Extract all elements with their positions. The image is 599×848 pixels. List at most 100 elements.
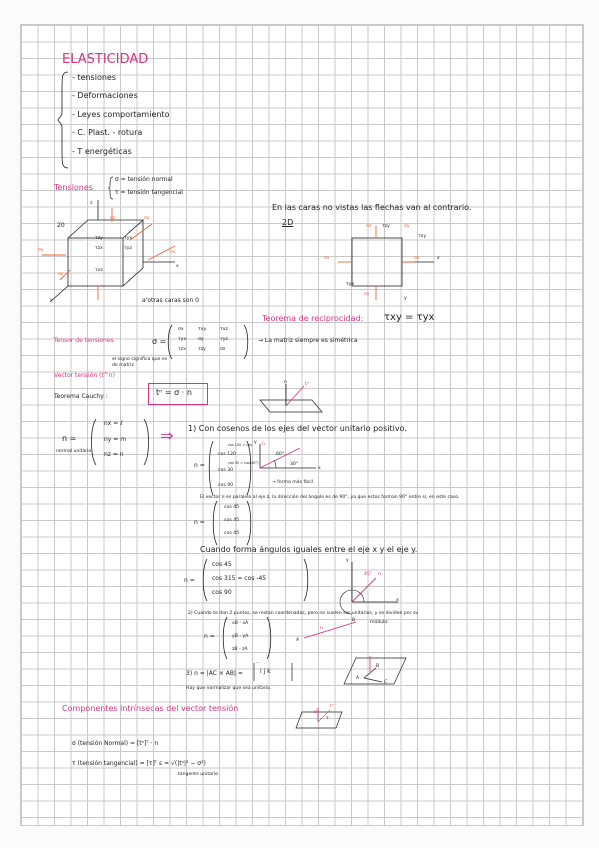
step1-text: 1) Con cosenos de los ejes del vector un… (188, 424, 407, 433)
cube-top-label: 20 (57, 222, 65, 229)
coseno-entry: cos 90 (218, 483, 234, 488)
matrix-bracket-icon (91, 418, 149, 466)
componentes-label: tⁿ (330, 704, 334, 709)
step3-det: i j k (260, 668, 271, 675)
reciprocidad-formula: τxy = τyx (384, 312, 435, 323)
cauchy-label: Teorema Cauchy : (54, 393, 108, 400)
plane-label: σx (324, 256, 330, 261)
angle-diagram-label: n (262, 442, 265, 447)
tension-tangencial: τ = tensión tangencial (115, 189, 183, 196)
cauchy-t-label: tⁿ (305, 382, 309, 387)
coseno-sub: cos 120 = cos (228, 443, 252, 447)
ejes-heading: Cuando forma ángulos iguales entre el ej… (200, 545, 418, 554)
n-equals: n = (194, 519, 205, 526)
componentes-diagram (295, 708, 343, 729)
vector-tension-heading: Vector tensión (t^n) (54, 372, 115, 379)
ejes-entry: cos 90 (212, 589, 232, 596)
tensor-sub: el signo significa que es de matriz (112, 357, 168, 368)
cube-label: σy (144, 216, 150, 221)
coseno-entry: cos 120 (218, 452, 236, 457)
axis-x-label: x (176, 264, 179, 269)
implies-arrow: ⇒ (160, 426, 174, 445)
determinant-bars-icon (253, 663, 293, 681)
n-equals: n = (184, 577, 195, 584)
step2-text: 2) Cuando te dan 2 puntos, se restan coo… (188, 611, 419, 616)
angle-diagram-label: y (254, 440, 257, 445)
label-2d: 2D (282, 218, 294, 227)
topic-item: - Leyes comportamiento (72, 110, 170, 119)
normal-entry: nz = n (104, 451, 124, 458)
sigma-formula: σ (tensión Normal) = [tⁿ]ᵀ · n (72, 740, 159, 747)
matrix-cell: τyz (220, 337, 228, 342)
n-equals: n = (204, 633, 215, 640)
matrix-cell: τzy (198, 347, 206, 352)
tau-sub: tangente unitario (178, 772, 218, 777)
plane-label: τyx (346, 282, 355, 287)
coseno-entry: cos 30 (218, 468, 234, 473)
angle-diagram-label: x (318, 466, 321, 471)
tensiones-heading: Tensiones (54, 183, 93, 192)
cube-label: τzy (95, 236, 103, 241)
step3-note: Hay que normalizar que sea unitario. (186, 686, 272, 691)
cos45-entry: cos 45 (224, 531, 240, 536)
step3-plane-diagram (343, 656, 407, 685)
ejes-diagram-label: x (396, 598, 399, 603)
tensor-note: → La matriz siempre es simétrica (258, 337, 358, 344)
topic-item: - tensiones (72, 73, 117, 82)
componentes-heading: Componentes intrínsecas del vector tensi… (62, 704, 239, 713)
cube-note: a'otras caras son 0 (142, 297, 200, 304)
matrix-bracket-icon (167, 324, 249, 360)
step2-label: B (352, 618, 356, 623)
step3-label: A (356, 676, 360, 681)
tension-normal: σ = tensión normal (115, 176, 173, 183)
normal-entry: nx = ℓ (104, 420, 123, 427)
componentes-label: τ (326, 716, 329, 721)
normal-entry: ny = m (104, 436, 127, 443)
plane-label: σx (414, 256, 420, 261)
plane-label: τzy (382, 224, 390, 229)
normal-n-label: n = (62, 434, 77, 443)
cos45-entry: cos 45 (224, 505, 240, 510)
coseno-sub: cos 30 = cos(30°) (228, 461, 259, 465)
matrix-cell: σx (178, 327, 184, 332)
normal-sub: normal unitario (56, 449, 92, 454)
angle-diagram (259, 444, 316, 469)
matrix-cell: τyx (178, 337, 187, 342)
explanation-text: El vector n es paralelo al eje z, la dir… (200, 495, 460, 500)
matrix-bracket-icon (222, 616, 272, 660)
axis-y-label: y (50, 298, 53, 303)
plane-label: τxy (418, 234, 427, 239)
tau-formula: τ (tensión tangencial) = [τ]ᵀ ε = √(|tⁿ|… (72, 760, 206, 767)
step3-label: B (376, 664, 380, 669)
componentes-label: σ (314, 710, 317, 715)
ejes-diagram-label: n (378, 572, 381, 577)
topic-item: - T energéticas (72, 147, 132, 156)
step2-entry: yB - yA (232, 634, 249, 639)
matrix-cell: τxy (198, 327, 207, 332)
reciprocidad-heading: Teorema de reciprocidad: (262, 314, 364, 323)
cube-label: τyx (124, 236, 133, 241)
step3-text: 3) n = |AC × AB| = (186, 670, 243, 677)
ejes-diagram (339, 562, 398, 615)
cauchy-plane-diagram (259, 384, 323, 413)
ejes-diagram-label: y (346, 558, 349, 563)
matrix-bracket-icon (208, 440, 252, 496)
brace-icon (57, 71, 69, 169)
cube-label: σx (170, 250, 176, 255)
step3-label: C (384, 680, 388, 685)
caras-note: En las caras no vistas las flechas van a… (272, 203, 472, 212)
plane-stress-diagram (338, 226, 434, 300)
cube-label: τyz (124, 246, 132, 251)
plane-axis-y: y (404, 296, 407, 301)
step2-diagram (303, 621, 357, 639)
tensor-heading: Tensor de tensiones (54, 337, 114, 344)
angle-diagram-label: 60° (276, 452, 285, 457)
page-title: ELASTICIDAD (62, 52, 149, 67)
matrix-bracket-icon (202, 558, 309, 602)
notebook-grid (20, 24, 584, 826)
topic-item: - Deformaciones (72, 91, 138, 100)
topic-item: - C. Plast. - rotura (72, 128, 143, 137)
step2-entry: zB - zA (232, 647, 248, 652)
angle-diagram-note: → forma más fácil (272, 480, 313, 485)
step2-modulo: módulo: (370, 620, 389, 625)
